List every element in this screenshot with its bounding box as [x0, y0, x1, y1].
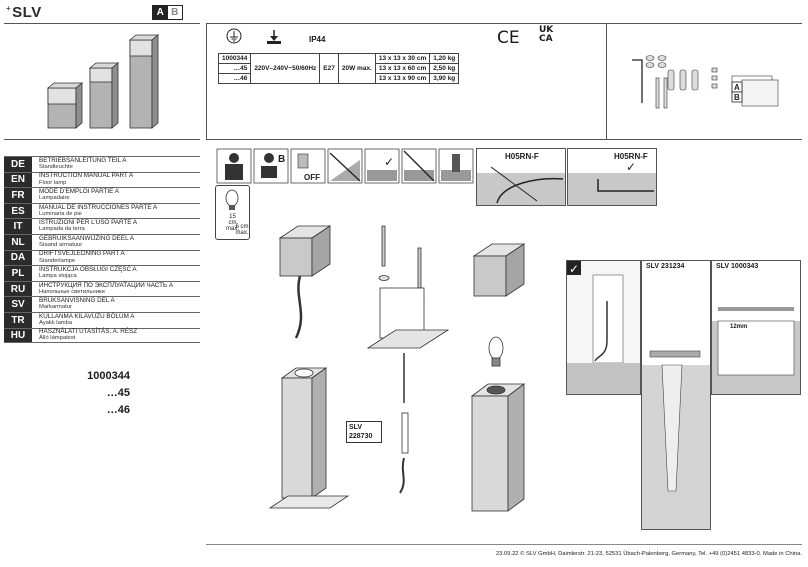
variant-list: 1000344 …45 …46 [60, 368, 130, 419]
spec-table: 1000344 220V–240V~50/60Hz E27 20W max. 1… [217, 53, 460, 84]
assembly-step-1 [268, 225, 350, 509]
mid-rule-right [206, 139, 802, 140]
cable-panel-right: ✓ [567, 148, 657, 206]
cable-label-1: H05RN-F [505, 152, 539, 161]
mounting-surface-icon [267, 30, 281, 44]
badge-a: A [153, 6, 168, 19]
assembly-step-3 [470, 243, 526, 512]
divider-specs [206, 23, 207, 140]
model-cell-1: 1000344 [217, 53, 252, 64]
cable-label-2: H05RN-F [614, 152, 648, 161]
weight-cell-3: 3,90 kg [429, 73, 460, 84]
svg-text:OFF: OFF [304, 173, 320, 182]
connector-code-box: SLV 228730 [346, 421, 382, 443]
top-rule-left [4, 23, 200, 24]
variant-3: …46 [106, 404, 130, 416]
model-cell-2: …45 [217, 63, 252, 74]
cable-right-diagram: ✓ [568, 160, 656, 205]
socket-cell: E27 [319, 53, 339, 84]
variant-2: …45 [106, 387, 130, 399]
power-cell: 20W max. [337, 53, 376, 84]
accessory-panel-base [711, 260, 801, 395]
part-badge: A B [152, 5, 183, 20]
installation-check-diagram: ✓ [567, 261, 640, 394]
bulb-dimension-box: 15 cm max. [215, 185, 250, 240]
size-cell-1: 13 x 13 x 30 cm [374, 53, 431, 64]
svg-text:✓: ✓ [384, 155, 394, 169]
bottom-rule [206, 544, 802, 545]
weight-cell-2: 2,50 kg [429, 63, 460, 74]
ground-spike-diagram [642, 350, 710, 529]
brand-logo: +SLV [6, 4, 42, 21]
earth-ground-icon [226, 28, 242, 44]
svg-text:B: B [734, 93, 740, 102]
hardware-kit-illustration: A B [632, 55, 779, 109]
bulb-icon [225, 189, 239, 210]
ce-mark: CE [497, 28, 520, 48]
svg-text:✓: ✓ [569, 262, 579, 276]
accessory-label-1: SLV 231234 [646, 263, 685, 270]
mid-rule-left [4, 139, 200, 140]
voltage-cell: 220V–240V~50/60Hz [250, 53, 321, 84]
bulb-width-label: 6 cm max. [235, 224, 249, 236]
weight-cell-1: 1,20 kg [429, 53, 460, 64]
footer-text: 23.09.22 © SLV GmbH, Daimlerstr. 21-23, … [495, 551, 802, 557]
divider-hardware [606, 23, 607, 140]
assembly-step-2 [366, 225, 450, 494]
concrete-base-diagram [712, 307, 800, 394]
accessory-label-2: SLV 1000343 [716, 263, 759, 270]
installation-panel-check: ✓ [566, 260, 641, 395]
accessory-panel-spike [641, 260, 711, 530]
variant-1: 1000344 [87, 370, 130, 382]
cable-wrong-diagram [477, 166, 565, 205]
badge-b: B [167, 6, 182, 19]
svg-text:✓: ✓ [626, 160, 636, 174]
model-cell-3: …46 [217, 73, 252, 84]
svg-text:B: B [278, 154, 285, 165]
ip-rating: IP44 [309, 35, 326, 44]
top-rule-right [206, 23, 802, 24]
size-cell-3: 13 x 13 x 90 cm [374, 73, 431, 84]
product-illustration [46, 34, 160, 129]
depth-label: 12mm [730, 324, 748, 330]
safety-icon-row: B OFF ✓ [216, 148, 474, 184]
svg-text:A: A [734, 83, 740, 92]
size-cell-2: 13 x 13 x 60 cm [374, 63, 431, 74]
cable-panel-wrong [476, 148, 566, 206]
